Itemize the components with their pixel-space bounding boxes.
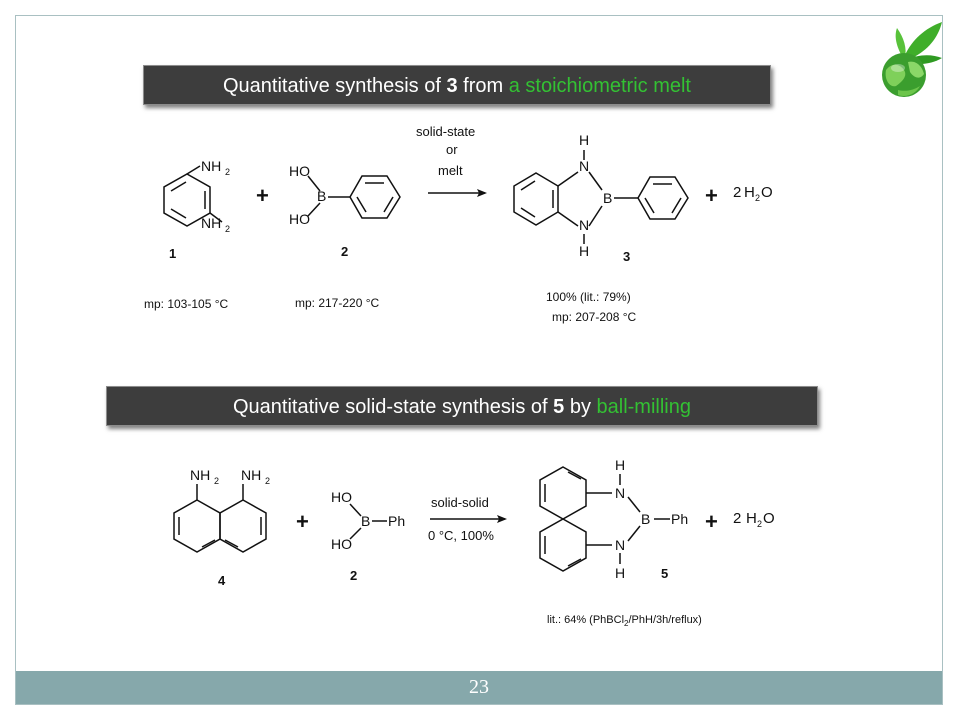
hydrogen-label: H — [615, 457, 625, 473]
green-globe-sprout-icon — [882, 22, 942, 97]
banner-highlight: ball-milling — [596, 396, 691, 418]
water-hydrogen: H — [746, 510, 757, 527]
boron-label: B — [361, 513, 370, 529]
structure-compound-5 — [539, 466, 670, 572]
nitrogen-label: N — [579, 158, 589, 174]
section-banner-ball-milling: Quantitative solid-state synthesis of 5 … — [106, 386, 818, 426]
compound-number: 5 — [553, 396, 565, 418]
plus-sign: + — [256, 183, 269, 208]
water-coefficient: 2 — [733, 510, 741, 527]
plus-sign: + — [296, 509, 309, 534]
boron-label: B — [317, 188, 326, 204]
water-oxygen: O — [761, 184, 773, 201]
hydroxyl-label: HO — [331, 489, 352, 505]
banner-text: Quantitative synthesis of — [223, 75, 447, 97]
plus-sign: + — [705, 183, 718, 208]
structure-compound-4 — [173, 484, 267, 553]
structure-compound-1 — [163, 165, 223, 227]
subscript: 2 — [225, 224, 230, 234]
hydrogen-label: H — [579, 132, 589, 148]
compound-label-2: 2 — [350, 568, 357, 583]
melting-point-3: mp: 207-208 °C — [552, 310, 637, 324]
subscript: 2 — [214, 476, 219, 486]
subscript: 2 — [757, 519, 762, 529]
subscript: 2 — [265, 476, 270, 486]
nh2-label: NH — [201, 215, 221, 231]
banner-text: by — [564, 396, 597, 418]
hydrogen-label: H — [579, 243, 589, 259]
phenyl-label: Ph — [671, 511, 688, 527]
banner-text: Quantitative solid-state synthesis of — [232, 396, 554, 418]
arrow-condition: melt — [438, 163, 463, 178]
compound-label-4: 4 — [218, 573, 226, 588]
compound-label-1: 1 — [169, 246, 176, 261]
banner-highlight: a stoichiometric melt — [508, 75, 691, 97]
compound-number: 3 — [446, 75, 458, 97]
melting-point-2: mp: 217-220 °C — [295, 296, 380, 310]
nh2-label: NH — [241, 467, 261, 483]
slide-frame — [15, 15, 943, 705]
boron-label: B — [603, 190, 612, 206]
yield-text: 100% (lit.: 79%) — [546, 290, 631, 304]
reaction-arrow-head — [497, 515, 507, 523]
nitrogen-label: N — [615, 485, 625, 501]
nitrogen-label: N — [579, 217, 589, 233]
hydroxyl-label: HO — [331, 536, 352, 552]
compound-label-3: 3 — [623, 249, 630, 264]
nh2-label: NH — [190, 467, 210, 483]
compound-label-5: 5 — [661, 566, 668, 581]
literature-note: lit.: 64% (PhBCl2/PhH/3h/reflux) — [547, 614, 702, 628]
arrow-condition: solid-solid — [431, 495, 489, 510]
water-hydrogen: H — [744, 184, 755, 201]
nitrogen-label: N — [615, 537, 625, 553]
boron-label: B — [641, 511, 650, 527]
nh2-label: NH — [201, 158, 221, 174]
structure-compound-2-ph — [349, 503, 387, 540]
compound-label-2: 2 — [341, 244, 348, 259]
hydrogen-label: H — [615, 565, 625, 581]
structure-compound-2 — [307, 175, 401, 219]
section-banner-melt: Quantitative synthesis of 3 from a stoic… — [143, 65, 771, 105]
reaction-arrow-head — [477, 189, 487, 197]
hydroxyl-label: HO — [289, 163, 310, 179]
water-coefficient: 2 — [733, 184, 741, 201]
structure-compound-3 — [513, 150, 689, 244]
arrow-condition: solid-state — [416, 124, 475, 139]
subscript: 2 — [755, 193, 760, 203]
hydroxyl-label: HO — [289, 211, 310, 227]
phenyl-label: Ph — [388, 513, 405, 529]
water-oxygen: O — [763, 510, 775, 527]
subscript: 2 — [225, 167, 230, 177]
page-number: 23 — [469, 676, 489, 698]
banner-text: from — [457, 75, 509, 97]
arrow-condition: 0 °C, 100% — [428, 528, 494, 543]
plus-sign: + — [705, 509, 718, 534]
melting-point-1: mp: 103-105 °C — [144, 297, 229, 311]
arrow-condition: or — [446, 142, 458, 157]
slide-footer: 23 — [16, 671, 942, 704]
